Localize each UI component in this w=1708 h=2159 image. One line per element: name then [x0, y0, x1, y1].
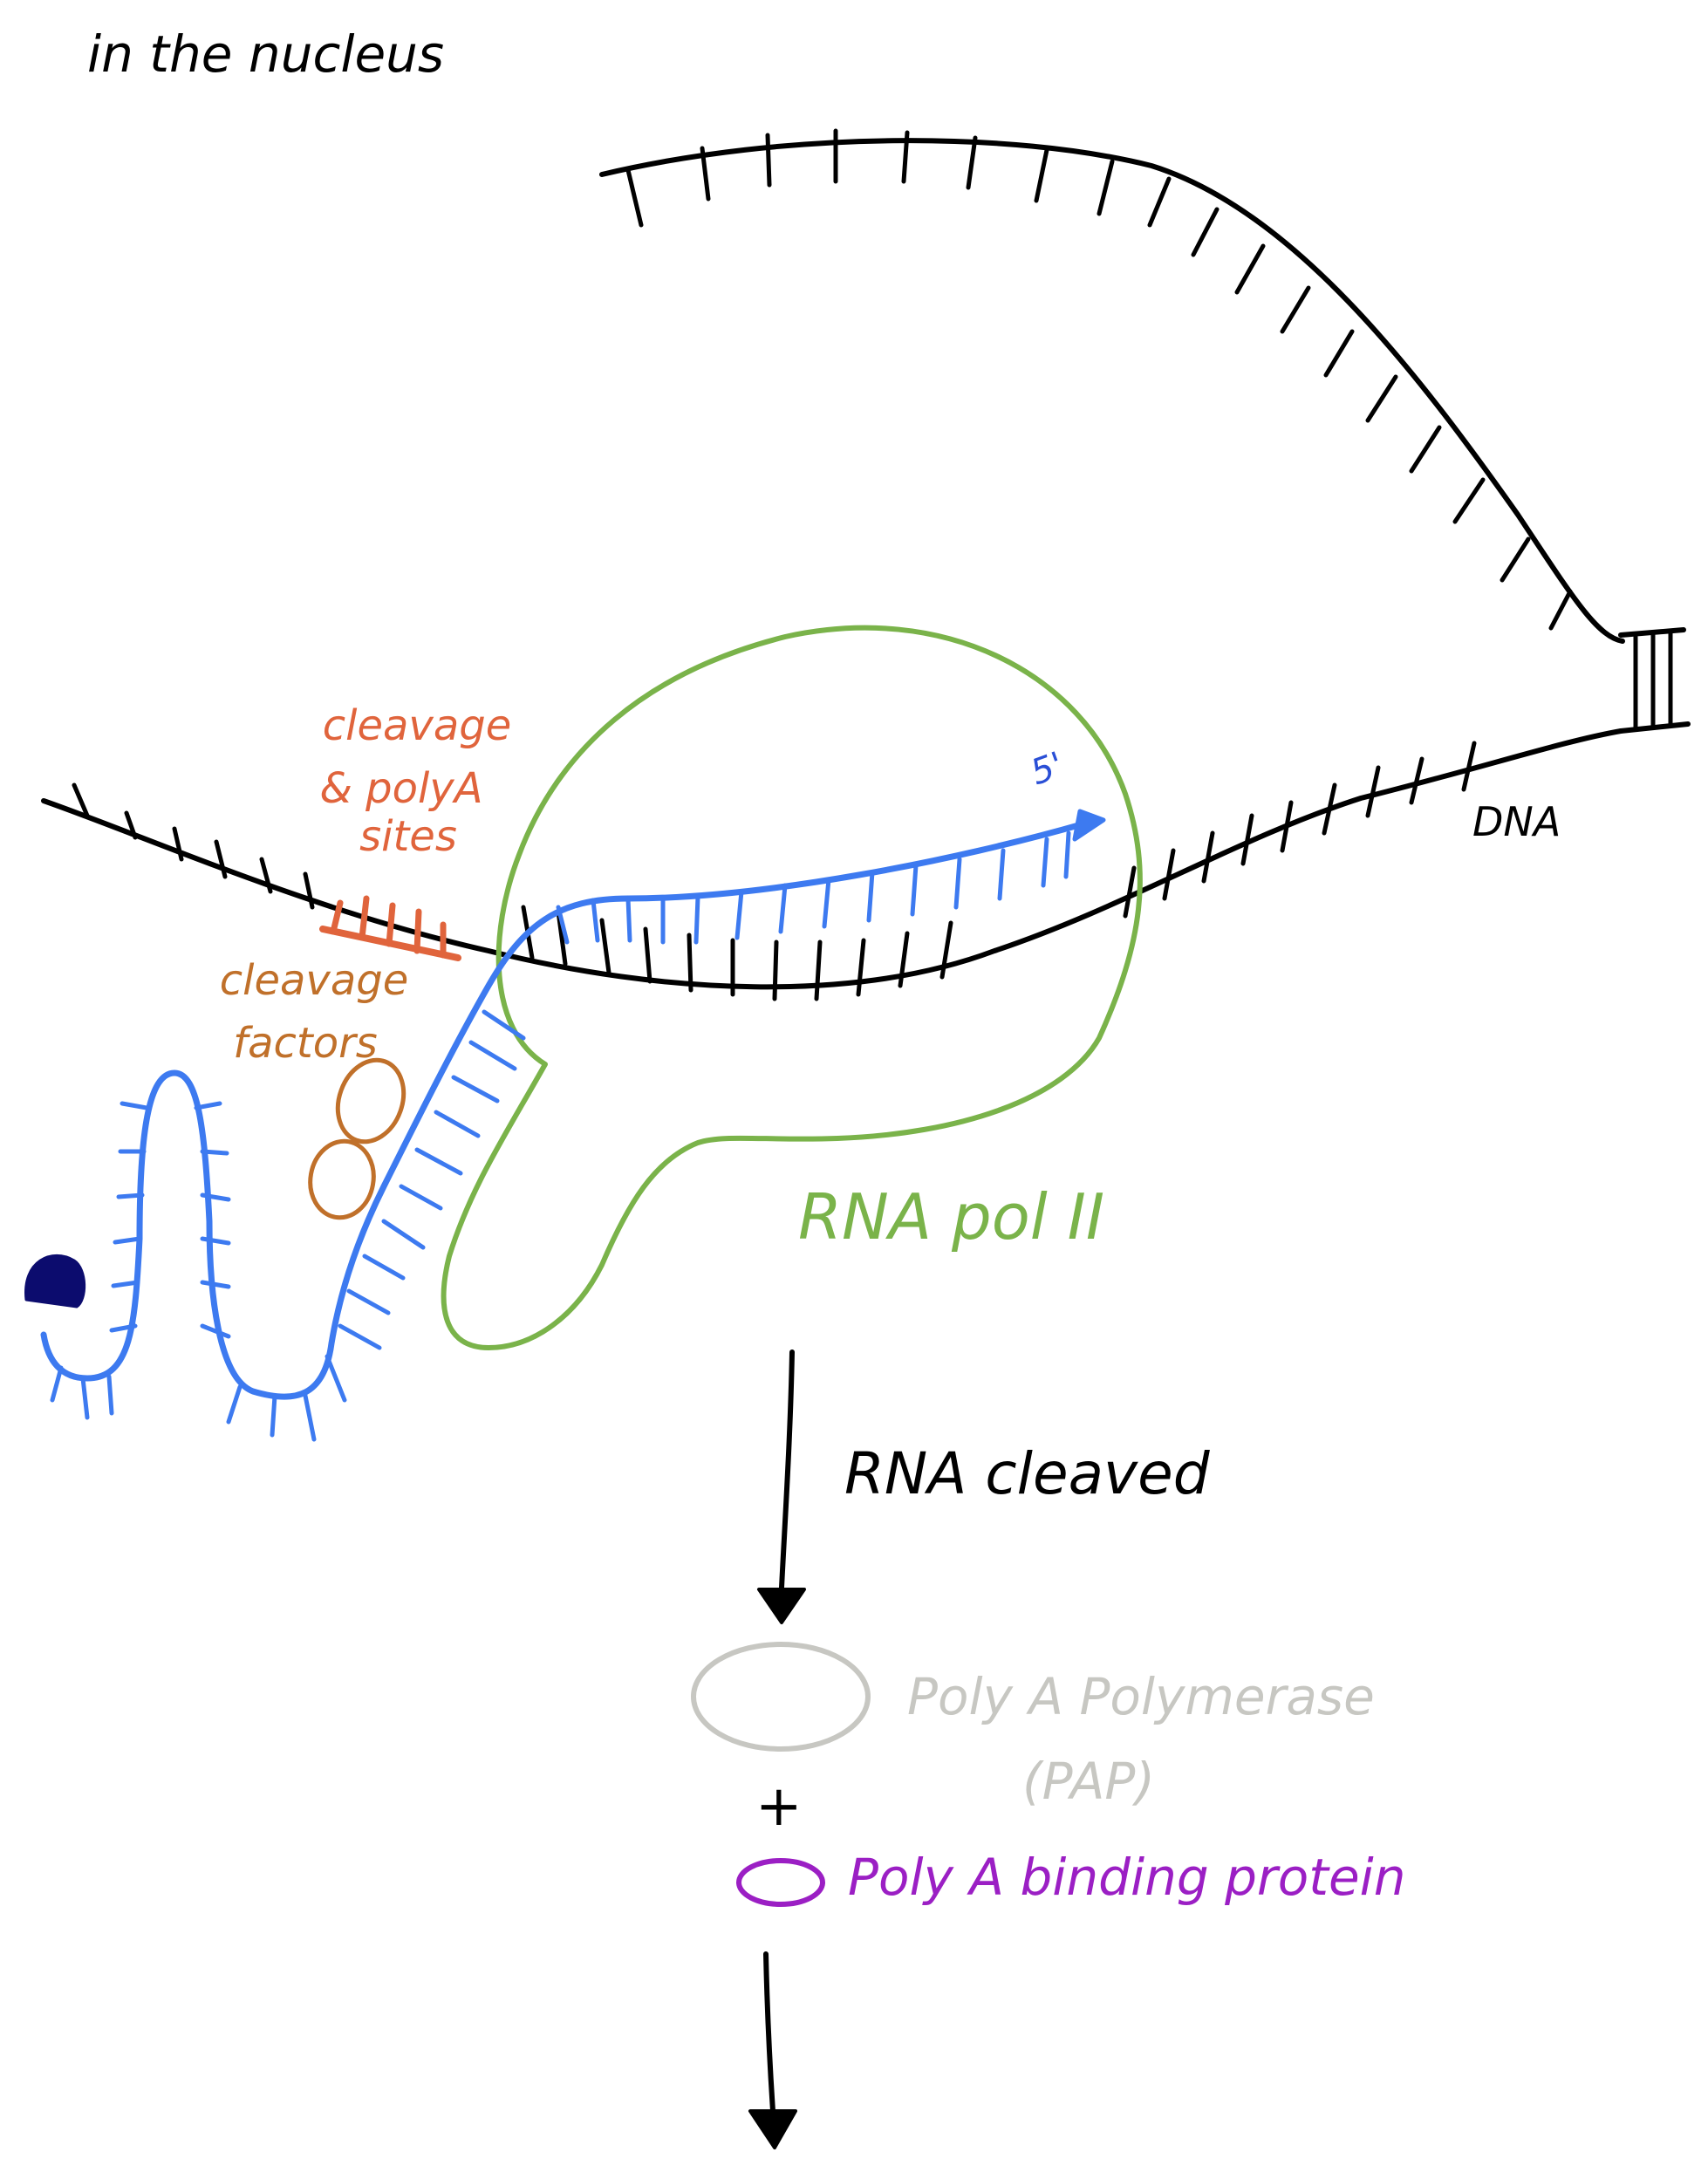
- arrow-1-shaft: [779, 1349, 795, 1590]
- cleavage-sites-line-1: cleavage: [323, 701, 512, 750]
- pap-label: Poly A Polymerase (PAP): [907, 1667, 1375, 1811]
- rna-transcript: [40, 821, 1085, 1400]
- dna-upper-strand: [599, 138, 1625, 644]
- rna-pol-label: RNA pol II: [798, 1180, 1104, 1254]
- rna-cleaved-label: RNA cleaved: [844, 1440, 1211, 1507]
- dna-label: DNA: [1472, 798, 1561, 845]
- cleavage-sites-line-3: sites: [359, 812, 457, 861]
- pap-label-line-1: Poly A Polymerase: [907, 1667, 1375, 1726]
- dna-upper-ticks: [625, 128, 1573, 631]
- rna-arrow-head: [1072, 809, 1106, 842]
- arrow-2-head: [748, 2109, 797, 2149]
- pap-label-line-2: (PAP): [1022, 1752, 1155, 1811]
- arrow-1-head: [757, 1588, 806, 1624]
- cleavage-sites-label: cleavage & polyA sites: [319, 701, 511, 861]
- cleavage-factors-line-2: factors: [233, 1019, 378, 1068]
- rna-ticks: [50, 830, 1071, 1442]
- cleavage-factors-line-1: cleavage: [220, 956, 409, 1005]
- cleavage-factor-oval-top: [335, 1057, 407, 1144]
- pabp-ellipse: [736, 1858, 825, 1907]
- rna-pol-outline: [441, 625, 1143, 1350]
- cleavage-sites-line-2: & polyA: [319, 764, 482, 813]
- cleavage-factor-oval-bottom: [308, 1138, 376, 1220]
- pabp-label: Poly A binding protein: [848, 1848, 1406, 1907]
- cleavage-factors-label: cleavage factors: [220, 956, 409, 1068]
- dna-lower-ticks: [72, 741, 1477, 1001]
- cleavage-site-ticks: [330, 895, 447, 959]
- plus-sign: +: [755, 1774, 803, 1839]
- five-prime-label: 5': [1026, 745, 1069, 794]
- arrow-2-shaft: [763, 1951, 775, 2114]
- five-prime-cap: [24, 1254, 86, 1308]
- dna-bridge-ticks: [1633, 631, 1673, 731]
- pap-circle: [691, 1642, 871, 1752]
- dna-lower-strand: [41, 728, 1623, 990]
- heading-label: in the nucleus: [87, 24, 444, 84]
- diagram-shapes: [24, 128, 1691, 2149]
